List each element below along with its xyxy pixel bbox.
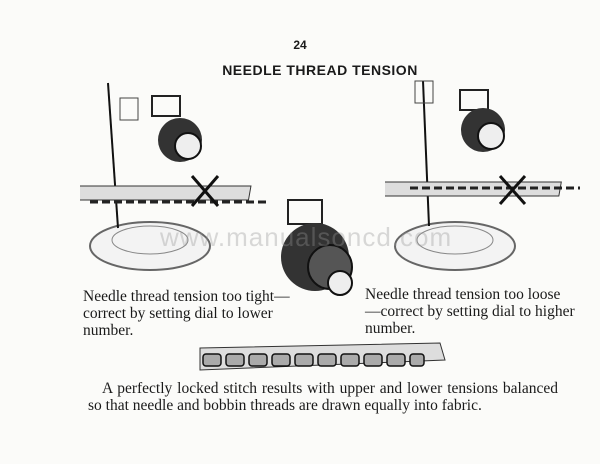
watermark: www.manualsoncd.com: [160, 222, 453, 252]
error-x-mark: [498, 175, 527, 205]
page-title: NEEDLE THREAD TENSION: [222, 62, 418, 78]
caption-tight: Needle thread tension too tight—correct …: [83, 288, 290, 339]
tight-tension-illustration: [80, 82, 270, 271]
tension-dial-illustration: [151, 95, 202, 162]
caption-balanced: A perfectly locked stitch results with u…: [88, 380, 558, 414]
error-x-mark: [190, 175, 220, 207]
caption-loose: Needle thread tension too loose—correct …: [365, 286, 575, 337]
fabric-stitch-illustration: [199, 342, 446, 371]
page-number: 24: [293, 38, 307, 52]
tension-dial-illustration: [459, 89, 505, 152]
loose-tension-illustration: [385, 80, 580, 271]
center-tension-dial-illustration: [281, 199, 353, 296]
bobbin-plate-illustration: [89, 221, 211, 271]
